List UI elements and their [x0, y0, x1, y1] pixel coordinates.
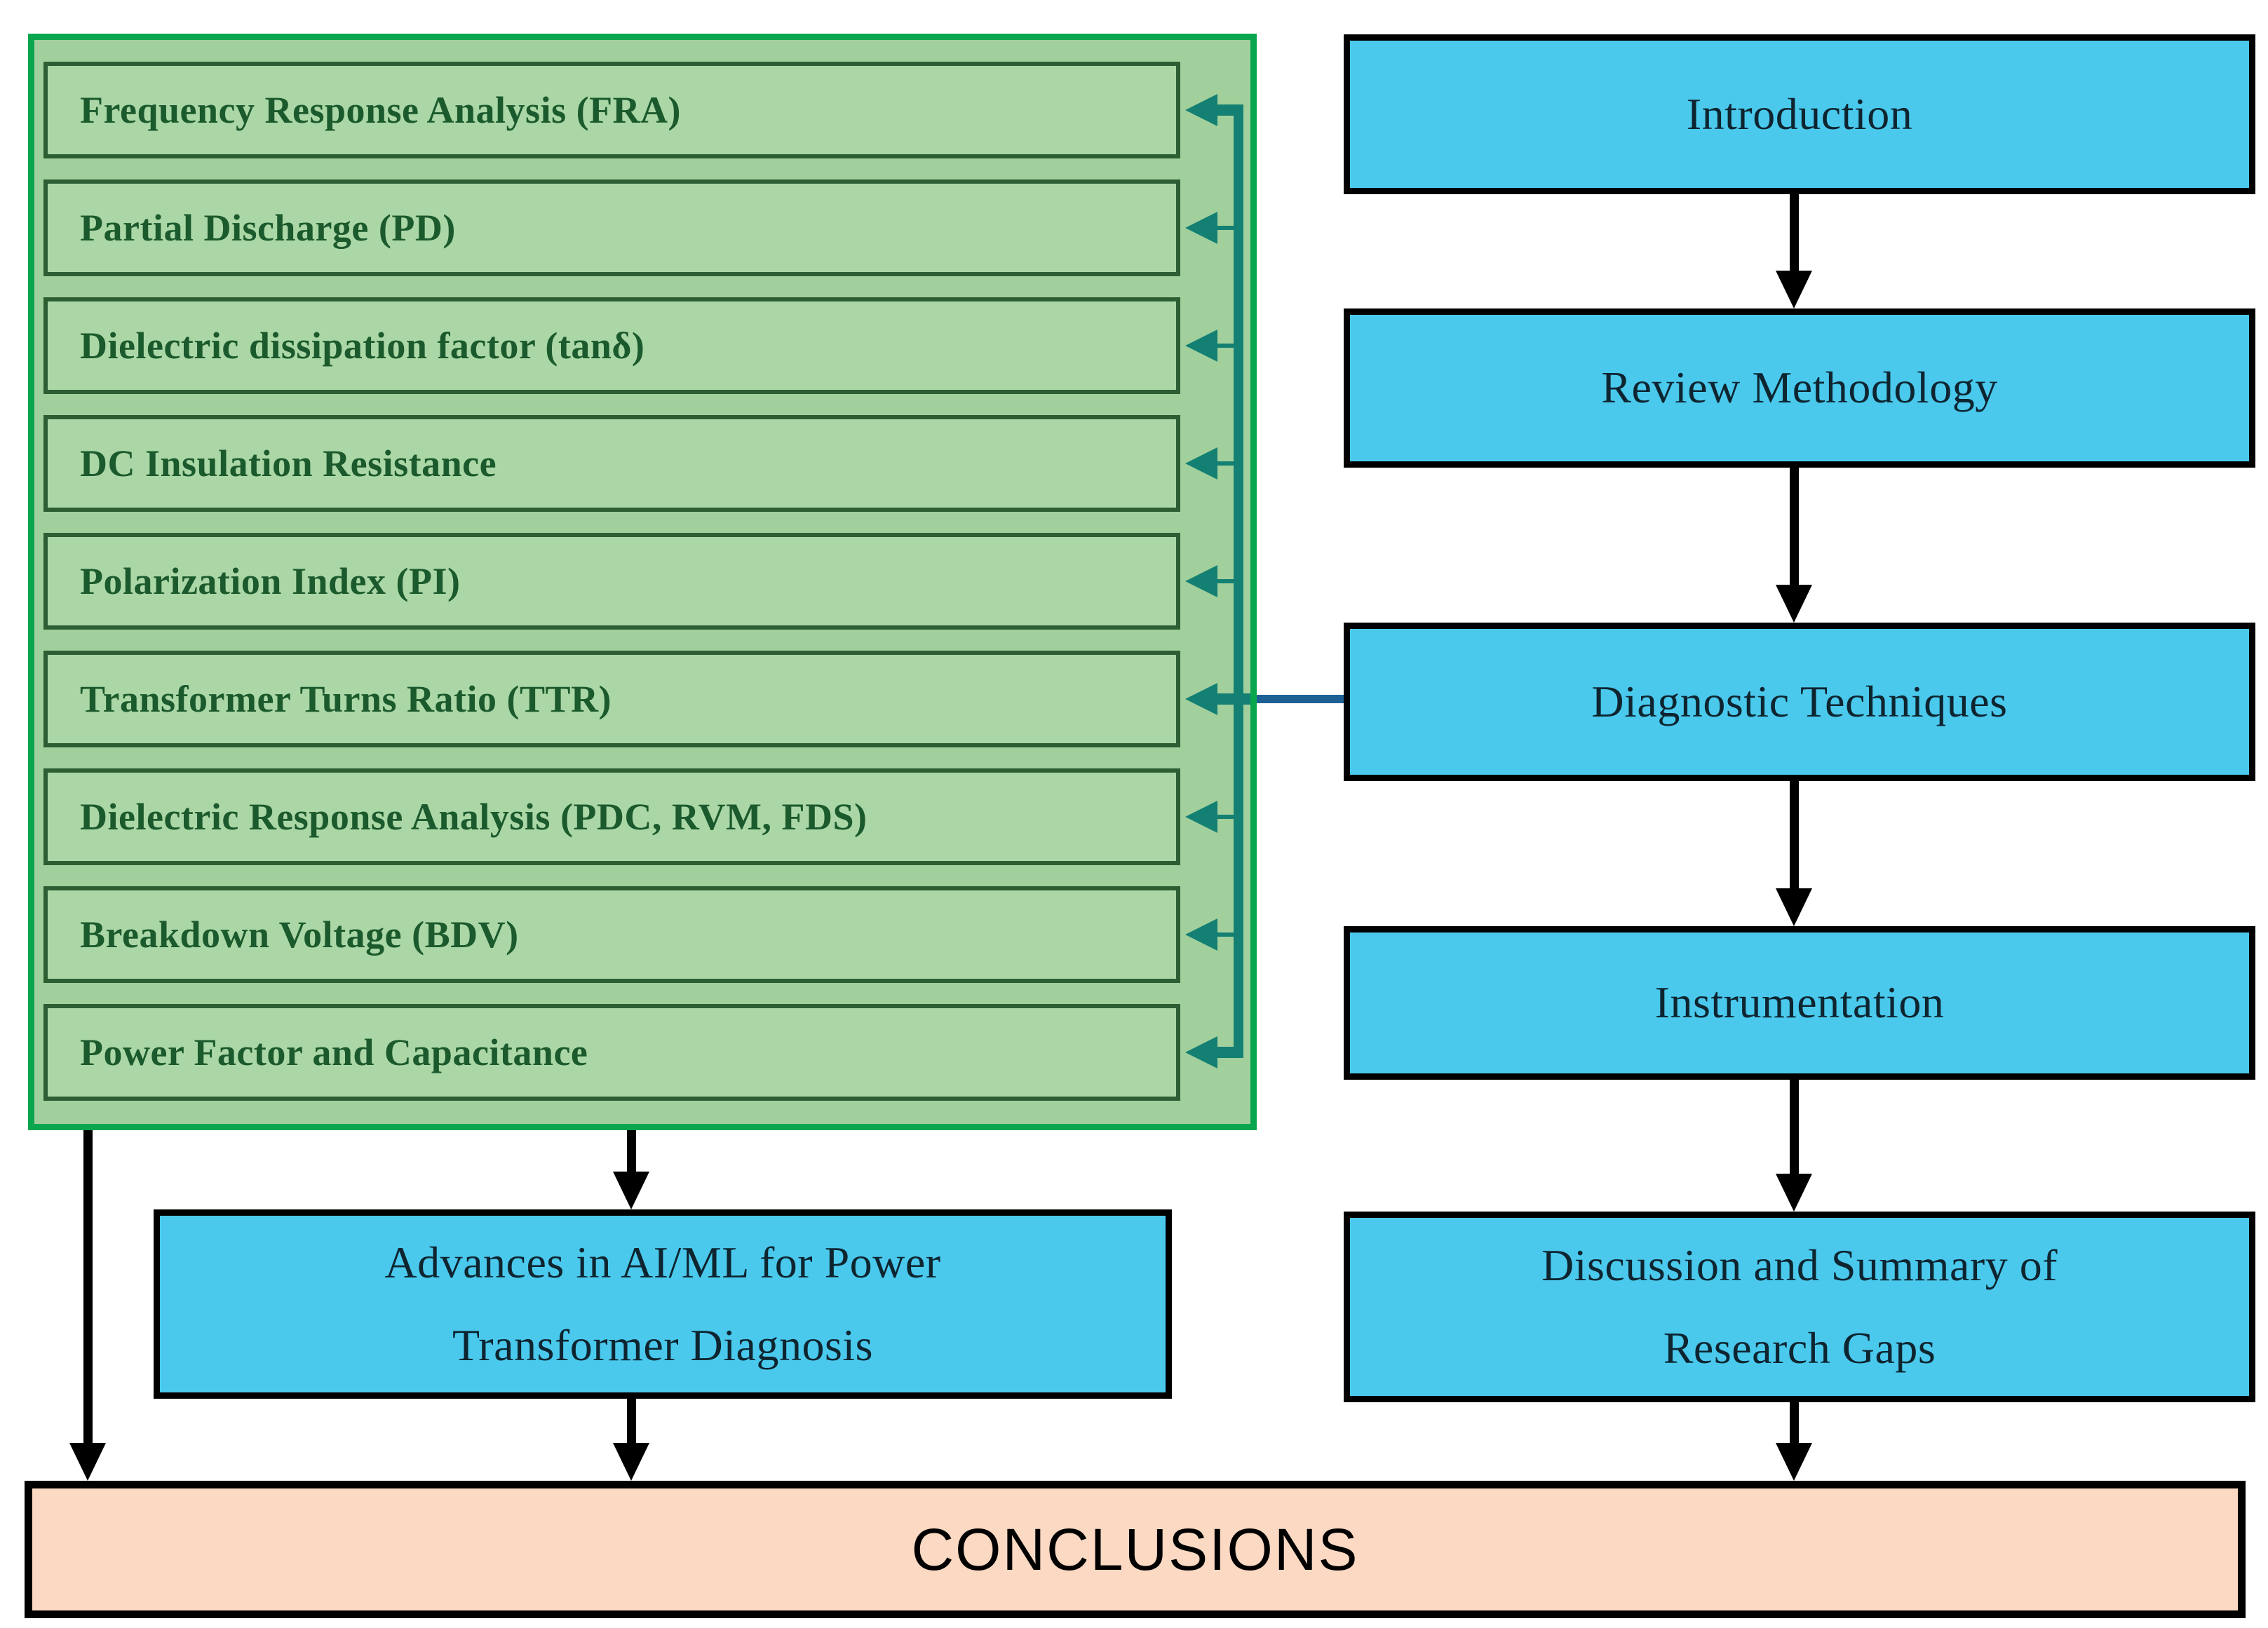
flow-box-label: Instrumentation: [1654, 977, 1945, 1028]
flow-box-review-methodology: Review Methodology: [1344, 308, 2255, 468]
connector-diagnostic-to-ttr: [1257, 695, 1344, 703]
arrow-shaft: [83, 1130, 93, 1443]
flow-box-label: Advances in AI/ML for Power Transformer …: [384, 1237, 941, 1370]
branch-line-fra: [1217, 104, 1243, 116]
arrowhead-down-icon: [1776, 888, 1812, 926]
arrowhead-left-icon: [1185, 212, 1217, 244]
arrowhead-down-icon: [613, 1172, 649, 1209]
arrowhead-down-icon: [1776, 271, 1812, 308]
flow-box-introduction: Introduction: [1344, 34, 2255, 194]
arrow-ai-ml-to-conclusions: [612, 1399, 650, 1481]
arrow-shaft: [1789, 1402, 1799, 1443]
arrowhead-left-icon: [1185, 565, 1217, 597]
flow-box-instrumentation: Instrumentation: [1344, 926, 2255, 1080]
flow-box-diagnostic-techniques: Diagnostic Techniques: [1344, 623, 2255, 781]
arrowhead-left-icon: [1185, 1036, 1217, 1069]
arrowhead-down-icon: [69, 1443, 106, 1481]
flow-box-label: Introduction: [1686, 88, 1913, 139]
technique-item-fra: Frequency Response Analysis (FRA): [43, 62, 1180, 158]
branch-line-dc-insulation: [1217, 461, 1243, 466]
flow-box-ai-ml-advances: Advances in AI/ML for Power Transformer …: [154, 1209, 1172, 1399]
technique-item-dc-insulation: DC Insulation Resistance: [43, 415, 1180, 512]
flow-box-label: Discussion and Summary of Research Gaps: [1541, 1240, 2058, 1373]
arrowhead-left-icon: [1185, 330, 1217, 362]
flow-box-discussion-research-gaps: Discussion and Summary of Research Gaps: [1344, 1212, 2255, 1402]
branch-line-bdv: [1217, 932, 1243, 937]
branch-line-power-factor: [1217, 1047, 1243, 1058]
arrowhead-left-icon: [1185, 801, 1217, 833]
technique-item-ttr: Transformer Turns Ratio (TTR): [43, 651, 1180, 747]
diagnostic-techniques-panel: Frequency Response Analysis (FRA) Partia…: [28, 34, 1257, 1130]
arrowhead-left-icon: [1185, 447, 1217, 480]
flow-box-label: Review Methodology: [1601, 362, 1998, 413]
conclusions-box: CONCLUSIONS: [25, 1481, 2246, 1618]
arrowhead-left-icon: [1185, 94, 1217, 126]
arrow-discussion-to-conclusions: [1775, 1402, 1813, 1481]
arrow-diagnostic-to-instrumentation: [1775, 781, 1813, 926]
arrow-shaft: [1789, 194, 1799, 271]
arrow-panel-to-ai-ml: [612, 1130, 650, 1209]
arrow-review-to-diagnostic: [1775, 468, 1813, 623]
arrow-introduction-to-review: [1775, 194, 1813, 308]
technique-item-pi: Polarization Index (PI): [43, 533, 1180, 630]
arrow-shaft: [1789, 781, 1799, 888]
arrow-shaft: [1789, 468, 1799, 585]
arrowhead-down-icon: [1776, 1443, 1812, 1481]
conclusions-label: CONCLUSIONS: [911, 1516, 1359, 1582]
arrowhead-down-icon: [613, 1443, 649, 1481]
technique-item-tan-delta: Dielectric dissipation factor (tanδ): [43, 297, 1180, 394]
flow-box-label: Diagnostic Techniques: [1591, 676, 2008, 726]
technique-item-dra: Dielectric Response Analysis (PDC, RVM, …: [43, 768, 1180, 865]
branch-line-dra: [1217, 815, 1243, 819]
arrow-panel-to-conclusions: [69, 1130, 107, 1481]
technique-item-bdv: Breakdown Voltage (BDV): [43, 886, 1180, 983]
branch-line-pi: [1217, 579, 1243, 583]
arrow-shaft: [626, 1130, 636, 1172]
arrowhead-left-icon: [1185, 918, 1217, 951]
arrow-instrumentation-to-discussion: [1775, 1080, 1813, 1212]
branch-line-pd: [1217, 226, 1243, 230]
arrow-shaft: [626, 1399, 636, 1443]
branch-line-ttr: [1217, 693, 1250, 705]
technique-item-pd: Partial Discharge (PD): [43, 179, 1180, 276]
arrow-shaft: [1789, 1080, 1799, 1174]
branch-line-tan-delta: [1217, 344, 1243, 348]
arrowhead-left-icon: [1185, 683, 1217, 715]
arrowhead-down-icon: [1776, 585, 1812, 623]
arrowhead-down-icon: [1776, 1174, 1812, 1212]
technique-item-power-factor: Power Factor and Capacitance: [43, 1004, 1180, 1101]
